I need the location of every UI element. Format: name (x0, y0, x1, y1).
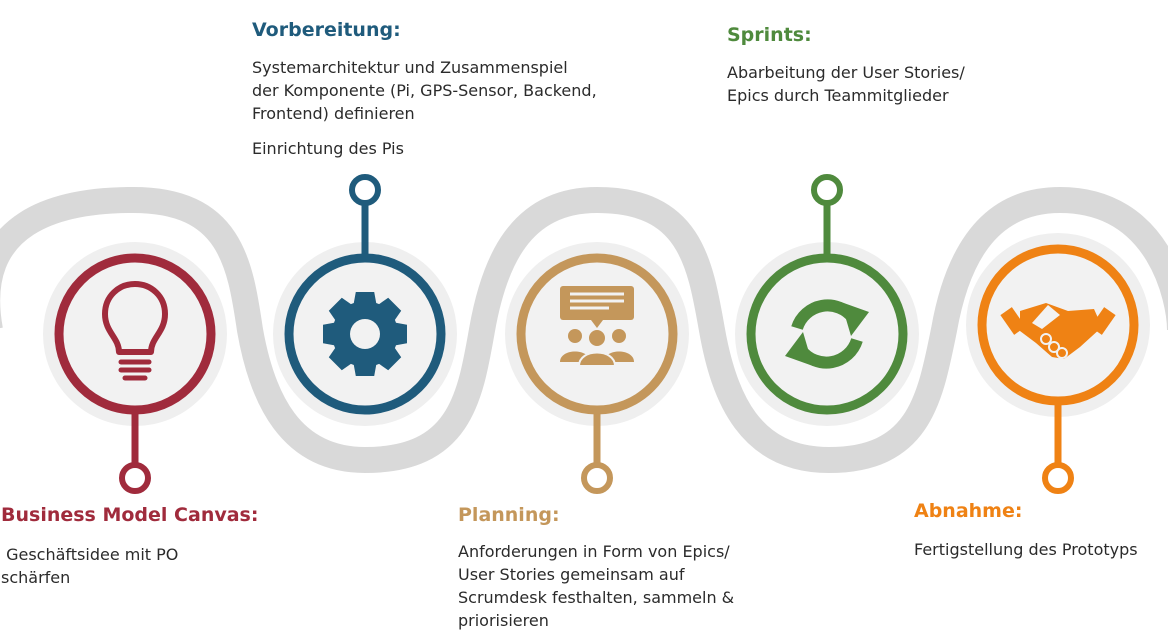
step-vorbereitung: Vorbereitung: Systemarchitektur und Zusa… (252, 18, 602, 160)
pin-head (119, 462, 151, 494)
pin-head (581, 462, 613, 494)
step-sprints: Sprints: Abarbeitung der User Stories/ E… (727, 23, 1007, 107)
step-planning: Planning: Anforderungen in Form von Epic… (458, 503, 768, 632)
step-node-planning (505, 242, 689, 494)
refresh-cycle-icon (785, 299, 869, 369)
step-description: Systemarchitektur und Zusammenspiel der … (252, 58, 597, 123)
handshake-icon (1000, 303, 1116, 359)
step-description: Anforderungen in Form von Epics/ User St… (458, 542, 735, 630)
node-ring (54, 253, 216, 415)
pin-head (1042, 462, 1074, 494)
wavy-track (0, 186, 1168, 474)
gear-icon (323, 292, 407, 376)
step-description: Fertigstellung des Prototyps (914, 540, 1138, 559)
step-node-sprints (735, 174, 919, 426)
step-abnahme: Abnahme: Fertigstellung des Prototyps (914, 499, 1164, 561)
step-title: Business Model Canvas: (1, 504, 259, 526)
pin-head (811, 174, 843, 206)
step-description: Abarbeitung der User Stories/ Epics durc… (727, 63, 965, 105)
step-title: Abnahme: (914, 500, 1023, 522)
team-discussion-icon (560, 286, 634, 367)
step-title: Sprints: (727, 24, 812, 46)
step-description: Einrichtung des Pis (252, 139, 404, 158)
step-node-abnahme (966, 233, 1150, 494)
lightbulb-icon (102, 281, 168, 381)
pin-head (349, 174, 381, 206)
step-description: Geschäftsidee mit PO schärfen (1, 545, 184, 587)
step-title: Planning: (458, 504, 560, 526)
node-ring (746, 253, 908, 415)
step-node-business (43, 242, 227, 494)
step-node-vorbereitung (273, 174, 457, 426)
step-business-model-canvas: Business Model Canvas: Geschäftsidee mit… (1, 503, 259, 589)
step-title: Vorbereitung: (252, 19, 401, 41)
